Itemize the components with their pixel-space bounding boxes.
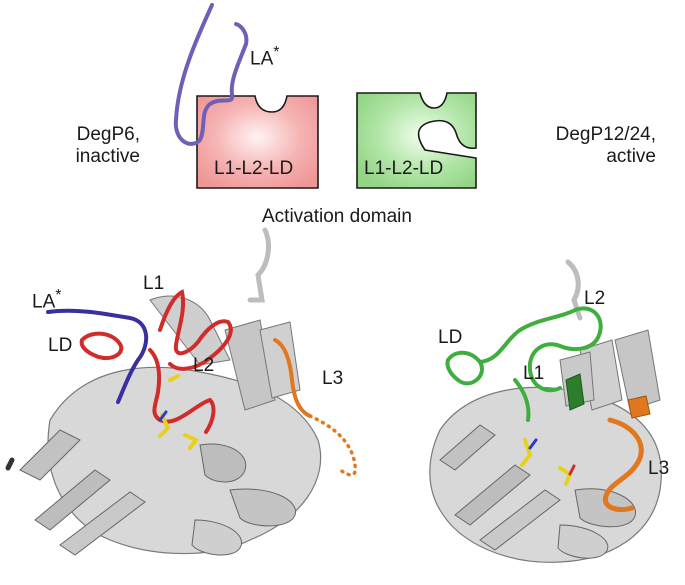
inactive-state-label: DegP6, inactive [40,124,140,168]
left-la-mark: * [55,287,62,304]
left-la-text: LA [32,291,56,313]
right-l3-label: L3 [648,458,670,479]
active-state-line1: DegP12/24, [555,124,656,145]
active-activation-domain-box [356,92,477,189]
active-state-label: DegP12/24, active [540,124,656,168]
la-loop-schematic [173,3,249,146]
left-l3-label: L3 [322,368,344,389]
left-l1-label: L1 [143,273,165,294]
right-ld-label: LD [438,327,463,348]
la-schematic-mark: * [273,44,280,61]
active-structure [429,259,662,563]
left-ld-label: LD [48,335,73,356]
inactive-state-line2: inactive [75,146,140,167]
activation-domain-caption: Activation domain [262,206,412,227]
inactive-state-line1: DegP6, [76,124,140,145]
inactive-box-label: L1-L2-LD [214,158,294,179]
la-schematic-label: LA* [250,42,279,70]
left-la-label: LA* [32,285,61,313]
inactive-structure [5,227,358,556]
right-l1-label: L1 [523,363,545,384]
la-schematic-text: LA [250,48,274,70]
left-l2-label: L2 [193,355,215,376]
inactive-activation-domain-box [196,95,319,189]
active-state-line2: active [606,146,656,167]
right-l2-label: L2 [584,288,606,309]
active-box-label: L1-L2-LD [364,158,444,179]
